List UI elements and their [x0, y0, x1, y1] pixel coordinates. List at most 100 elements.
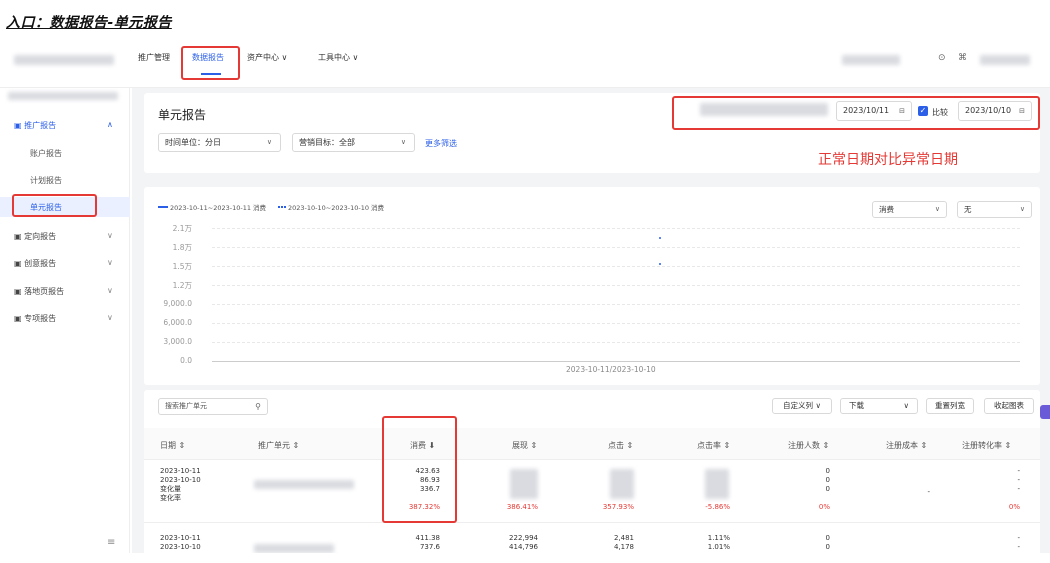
grid-line: [212, 323, 1020, 324]
y-tick-label: 6,000.0: [163, 318, 192, 327]
row1-dates: 2023-10-11 2023-10-10 变化量 变化率: [160, 467, 201, 502]
highlight-box-nav: [181, 46, 240, 80]
nav-tool-center[interactable]: 工具中心 ∨: [318, 53, 359, 62]
nav-active-indicator: [201, 73, 221, 75]
col-reg-cost[interactable]: 注册成本 ⇕: [886, 441, 928, 450]
sidebar: [0, 88, 130, 563]
data-point-series-2[interactable]: [659, 263, 662, 266]
top-navigation-bar: [0, 42, 1050, 88]
highlight-box-sidebar: [12, 194, 97, 217]
data-point-series-1[interactable]: [659, 236, 662, 239]
row2-cost: 411.38 737.6: [415, 534, 441, 551]
account-selector-blurred[interactable]: [700, 103, 828, 116]
report-icon: ▣: [14, 287, 25, 296]
y-tick-label: 1.2万: [172, 281, 192, 290]
metric-select[interactable]: 消费∨: [872, 201, 947, 218]
sidebar-header-blurred: [8, 92, 118, 100]
chevron-down-icon: ∨: [934, 205, 940, 213]
sidebar-item-plan-report[interactable]: 计划报告: [30, 176, 62, 185]
chevron-down-icon[interactable]: ∨: [107, 258, 113, 267]
row1-registrations: 0 0 0: [825, 467, 830, 493]
col-impression[interactable]: 展现 ⇕: [512, 441, 538, 450]
sidebar-group-targeting-report[interactable]: ▣ 定向报告: [14, 232, 57, 241]
grid-line: [212, 361, 1020, 362]
chevron-down-icon[interactable]: ∨: [107, 231, 113, 240]
date-picker-compare[interactable]: 2023/10/10⊟: [958, 101, 1032, 121]
collapse-chart-button[interactable]: 收起图表: [984, 398, 1034, 414]
report-icon: ▣: [14, 121, 25, 130]
reset-column-width-button[interactable]: 重置列宽: [926, 398, 974, 414]
date-picker-primary[interactable]: 2023/10/11⊟: [836, 101, 912, 121]
row2-reg-conversion: - -: [1017, 534, 1020, 551]
chevron-up-icon[interactable]: ∧: [107, 120, 113, 129]
compare-checkbox[interactable]: ✓: [918, 106, 928, 116]
col-registrations[interactable]: 注册人数 ⇕: [788, 441, 830, 450]
y-tick-label: 1.5万: [172, 262, 192, 271]
page-caption: 入口：数据报告-单元报告: [6, 15, 172, 31]
report-icon: ▣: [14, 232, 25, 241]
grid-line: [212, 304, 1020, 305]
sidebar-group-landing-report[interactable]: ▣ 落地页报告: [14, 287, 65, 296]
logo-blurred: [14, 55, 114, 65]
nav-promotion[interactable]: 推广管理: [138, 53, 170, 62]
annotation-text: 正常日期对比异常日期: [818, 152, 958, 168]
download-button[interactable]: 下载∨: [840, 398, 918, 414]
y-tick-label: 9,000.0: [163, 299, 192, 308]
row2-ctr: 1.11% 1.01%: [707, 534, 730, 551]
highlight-box-date: [672, 96, 1040, 130]
report-icon: ▣: [14, 314, 25, 323]
col-ctr[interactable]: 点击率 ⇕: [697, 441, 731, 450]
compare-metric-select[interactable]: 无∨: [957, 201, 1032, 218]
col-cost[interactable]: 消费 ⬇: [410, 441, 436, 450]
row1-ctr-rate: -5.86%: [705, 503, 730, 511]
compare-label: 比较: [932, 108, 948, 117]
legend-item-compare[interactable]: 2023-10-10~2023-10-10 消费: [288, 204, 385, 212]
row1-reg-conversion: - - -: [1017, 467, 1020, 493]
grid-line: [212, 285, 1020, 286]
row-divider: [144, 522, 1040, 523]
user-avatar-blurred[interactable]: [980, 55, 1030, 65]
help-icon[interactable]: ⊙: [938, 53, 946, 63]
custom-columns-button[interactable]: 自定义列 ∨: [772, 398, 832, 414]
col-reg-conversion[interactable]: 注册转化率 ⇕: [962, 441, 1012, 450]
x-axis-label: 2023-10-11/2023-10-10: [566, 365, 656, 374]
row1-impression-rate: 386.41%: [506, 503, 538, 511]
chevron-down-icon[interactable]: ∨: [107, 313, 113, 322]
legend-item-current[interactable]: 2023-10-11~2023-10-11 消费: [170, 204, 267, 212]
sidebar-item-unit-report[interactable]: 单元报告: [30, 203, 62, 212]
row1-impressions-blurred: [510, 469, 538, 499]
sidebar-item-account-report[interactable]: 账户报告: [30, 149, 62, 158]
collapse-menu-icon[interactable]: ≡: [107, 537, 116, 548]
row1-reg-cost: -: [927, 488, 930, 496]
col-unit[interactable]: 推广单元 ⇕: [258, 441, 300, 450]
time-unit-select[interactable]: 时间单位：分日∨: [158, 133, 281, 152]
table-card: [144, 390, 1040, 563]
row1-unit-name-blurred[interactable]: [254, 480, 354, 489]
account-name-blurred: [842, 55, 900, 65]
nav-data-report[interactable]: 数据报告: [192, 53, 224, 62]
legend-swatch-dotted: [278, 206, 286, 208]
calendar-icon: ⊟: [1019, 107, 1025, 115]
floating-assistant-button[interactable]: [1040, 405, 1050, 419]
chart-card: [144, 187, 1040, 385]
chevron-down-icon: ∨: [815, 401, 821, 410]
row2-unit-name-blurred[interactable]: [254, 544, 334, 553]
row1-cost-rate: 387.32%: [408, 503, 440, 511]
sidebar-group-special-report[interactable]: ▣ 专项报告: [14, 314, 57, 323]
row2-clicks: 2,481 4,178: [613, 534, 634, 551]
link-icon[interactable]: ⌘: [958, 53, 967, 63]
grid-line: [212, 228, 1020, 229]
chevron-down-icon: ∨: [1019, 205, 1025, 213]
sidebar-group-creative-report[interactable]: ▣ 创意报告: [14, 259, 57, 268]
report-icon: ▣: [14, 259, 25, 268]
search-icon: ⚲: [255, 402, 261, 411]
sidebar-group-promotion-report[interactable]: ▣ 推广报告: [14, 121, 57, 130]
row1-ctr-blurred: [705, 469, 729, 499]
marketing-goal-select[interactable]: 营销目标：全部∨: [292, 133, 415, 152]
col-click[interactable]: 点击 ⇕: [608, 441, 634, 450]
nav-asset-center[interactable]: 资产中心 ∨: [247, 53, 288, 62]
unit-search-input[interactable]: 搜索推广单元⚲: [158, 398, 268, 415]
chevron-down-icon[interactable]: ∨: [107, 286, 113, 295]
col-date[interactable]: 日期 ⇕: [160, 441, 186, 450]
more-filter-link[interactable]: 更多筛选: [425, 139, 457, 148]
